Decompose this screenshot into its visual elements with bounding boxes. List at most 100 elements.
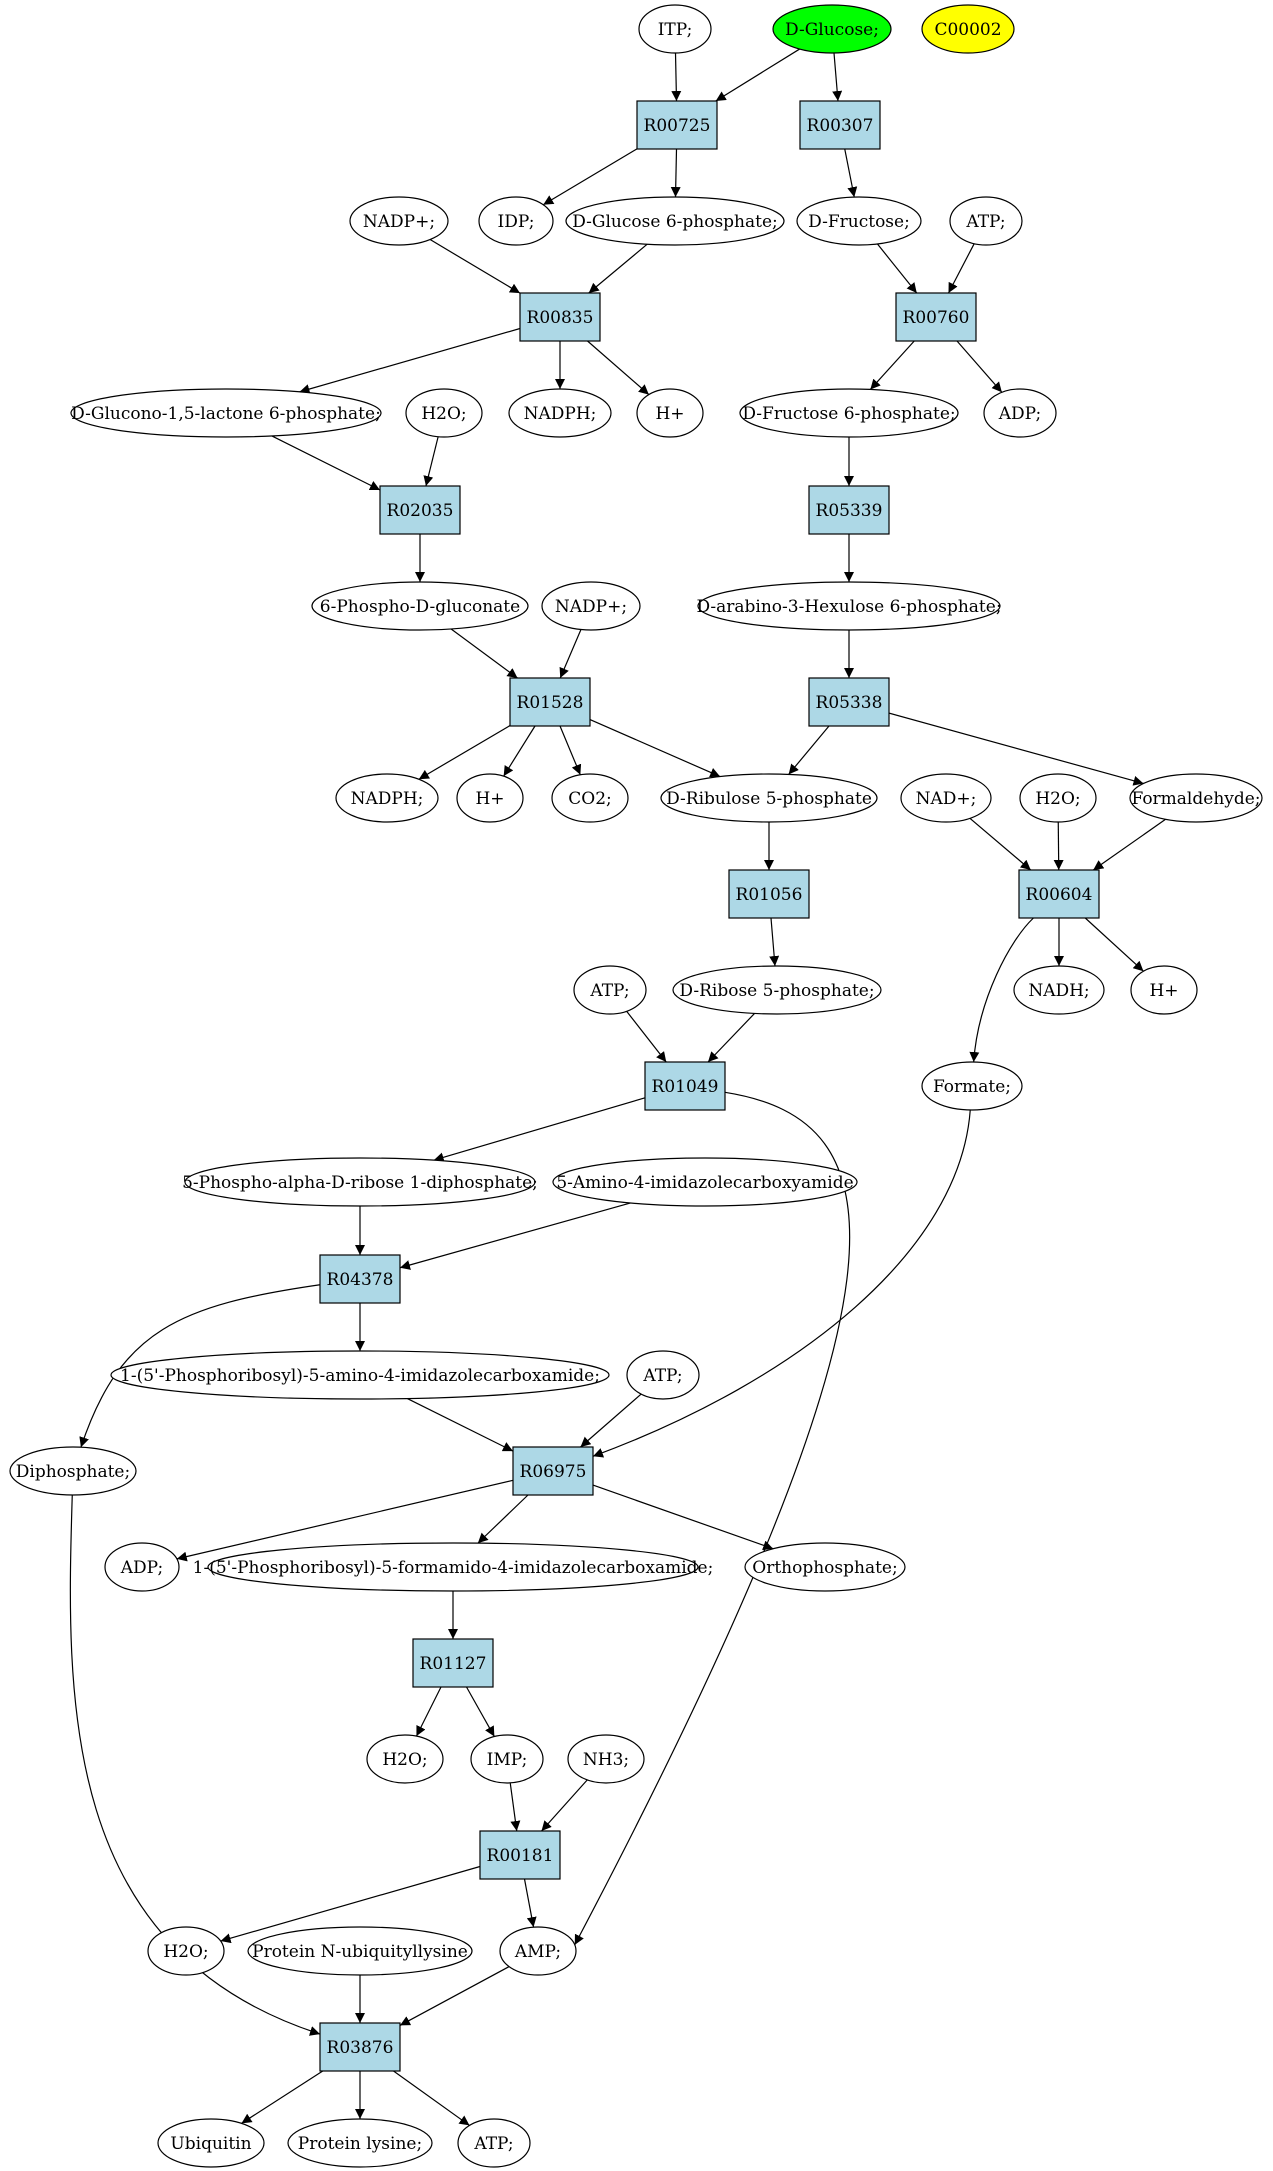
- ribose-5p-label: D-Ribose 5-phosphate;: [679, 981, 874, 1001]
- compound-node-faicar[interactable]: 1-(5'-Phosphoribosyl)-5-formamido-4-imid…: [193, 1542, 714, 1592]
- edge-r00760-to-fructose-6p: [869, 340, 915, 390]
- reaction-node-r01528[interactable]: R01528: [509, 677, 591, 727]
- reaction-node-r05338[interactable]: R05338: [808, 677, 890, 727]
- compound-node-h2o-4[interactable]: H2O;: [147, 1926, 225, 1976]
- edge-itp-to-r00725: [671, 52, 682, 102]
- compound-node-amp[interactable]: AMP;: [499, 1926, 577, 1976]
- amp-ellipse: [499, 1926, 577, 1976]
- reaction-node-r06975[interactable]: R06975: [512, 1446, 594, 1496]
- idp-label: IDP;: [498, 212, 535, 232]
- compound-node-phosphogluconate[interactable]: 6-Phospho-D-gluconate: [311, 581, 529, 631]
- reaction-node-r00835[interactable]: R00835: [519, 292, 601, 342]
- compound-node-idp[interactable]: IDP;: [478, 196, 554, 246]
- compound-node-fructose-6p[interactable]: D-Fructose 6-phosphate;: [739, 388, 959, 438]
- reaction-node-r00604[interactable]: R00604: [1018, 869, 1100, 919]
- nh3-label: NH3;: [583, 1750, 629, 1770]
- compound-node-imp[interactable]: IMP;: [470, 1734, 544, 1784]
- ribulose-5p-ellipse: [660, 773, 878, 823]
- r01528-box: [509, 677, 591, 727]
- reaction-node-r04378[interactable]: R04378: [319, 1254, 401, 1304]
- reaction-node-r01127[interactable]: R01127: [412, 1638, 494, 1688]
- reaction-node-r00307[interactable]: R00307: [799, 100, 881, 150]
- compound-node-formate[interactable]: Formate;: [921, 1061, 1023, 1111]
- faicar-ellipse: [207, 1542, 699, 1592]
- atp-3-ellipse: [626, 1350, 700, 1400]
- compound-node-nadp-2[interactable]: NADP+;: [541, 581, 641, 631]
- compound-node-nh3[interactable]: NH3;: [567, 1734, 645, 1784]
- atp-2-ellipse: [573, 965, 647, 1015]
- hplus-2-ellipse: [456, 773, 524, 823]
- adp-1-label: ADP;: [998, 404, 1041, 424]
- compound-node-atp-1[interactable]: ATP;: [949, 196, 1023, 246]
- reaction-node-r05339[interactable]: R05339: [808, 485, 890, 535]
- compound-node-hplus-3[interactable]: H+: [1130, 965, 1198, 1015]
- compound-node-c00002[interactable]: C00002: [921, 4, 1015, 54]
- reaction-node-r01049[interactable]: R01049: [644, 1061, 726, 1111]
- aica-ellipse: [552, 1157, 858, 1207]
- compound-node-itp[interactable]: ITP;: [638, 4, 712, 54]
- compound-node-d-fructose[interactable]: D-Fructose;: [796, 196, 922, 246]
- edge-diphosphate-to-r03876: [69, 1494, 321, 2036]
- compound-node-h2o-2[interactable]: H2O;: [1019, 773, 1097, 823]
- compound-node-prpp[interactable]: 5-Phospho-alpha-D-ribose 1-diphosphate;: [182, 1157, 538, 1207]
- r01056-label: R01056: [736, 885, 803, 905]
- compound-node-glucono-lactone[interactable]: D-Glucono-1,5-lactone 6-phosphate;: [70, 388, 382, 438]
- compound-node-adp-2[interactable]: ADP;: [104, 1542, 180, 1592]
- compound-node-ribulose-5p[interactable]: D-Ribulose 5-phosphate: [660, 773, 878, 823]
- compound-node-orthophosphate[interactable]: Orthophosphate;: [744, 1542, 906, 1592]
- reaction-node-r03876[interactable]: R03876: [319, 2022, 401, 2072]
- compound-node-aicar[interactable]: 1-(5'-Phosphoribosyl)-5-amino-4-imidazol…: [110, 1350, 610, 1400]
- compound-node-ribose-5p[interactable]: D-Ribose 5-phosphate;: [672, 965, 882, 1015]
- compound-node-atp-2[interactable]: ATP;: [573, 965, 647, 1015]
- reaction-node-r00725[interactable]: R00725: [636, 100, 718, 150]
- compound-node-protein-ub-lys[interactable]: Protein N-ubiquityllysine: [247, 1926, 473, 1976]
- compound-node-co2[interactable]: CO2;: [551, 773, 629, 823]
- prpp-ellipse: [184, 1157, 536, 1207]
- r05338-label: R05338: [816, 693, 883, 713]
- r00725-box: [636, 100, 718, 150]
- compound-node-h2o-1[interactable]: H2O;: [405, 388, 483, 438]
- nadp-2-ellipse: [541, 581, 641, 631]
- edge-r00604-to-hplus-3: [1084, 917, 1144, 972]
- compound-node-nadp-1[interactable]: NADP+;: [349, 196, 449, 246]
- r00307-box: [799, 100, 881, 150]
- reaction-node-r00181[interactable]: R00181: [479, 1830, 561, 1880]
- compound-node-protein-lysine[interactable]: Protein lysine;: [287, 2118, 433, 2168]
- compound-node-formaldehyde[interactable]: Formaldehyde;: [1129, 773, 1263, 823]
- reaction-node-r01056[interactable]: R01056: [728, 869, 810, 919]
- compound-node-hplus-1[interactable]: H+: [636, 388, 704, 438]
- reaction-node-r02035[interactable]: R02035: [379, 485, 461, 535]
- orthophosphate-ellipse: [744, 1542, 906, 1592]
- nad-label: NAD+;: [916, 789, 977, 809]
- reaction-node-r00760[interactable]: R00760: [895, 292, 977, 342]
- edge-h2o-1-to-r02035: [423, 436, 439, 487]
- r00835-label: R00835: [527, 308, 594, 328]
- edge-d-glucose-to-r00725: [715, 48, 800, 102]
- atp-3-label: ATP;: [642, 1366, 682, 1386]
- compound-node-nadph-2[interactable]: NADPH;: [335, 773, 439, 823]
- compound-node-ubiquitin[interactable]: Ubiquitin: [157, 2118, 265, 2168]
- compound-node-d-glucose[interactable]: D-Glucose;: [772, 4, 892, 54]
- protein-ub-lys-ellipse: [247, 1926, 473, 1976]
- compound-node-aica[interactable]: 5-Amino-4-imidazolecarboxyamide: [552, 1157, 858, 1207]
- compound-node-atp-4[interactable]: ATP;: [457, 2118, 531, 2168]
- compound-node-nad[interactable]: NAD+;: [900, 773, 992, 823]
- compound-node-hplus-2[interactable]: H+: [456, 773, 524, 823]
- compound-node-hexulose-6p[interactable]: D-arabino-3-Hexulose 6-phosphate;: [696, 581, 1002, 631]
- adp-1-ellipse: [983, 388, 1057, 438]
- r01528-label: R01528: [517, 693, 584, 713]
- edge-glucono-lactone-to-r02035: [271, 435, 381, 491]
- compound-node-h2o-3[interactable]: H2O;: [366, 1734, 444, 1784]
- compound-node-glucose-6p[interactable]: D-Glucose 6-phosphate;: [565, 196, 785, 246]
- edge-r01049-to-prpp: [433, 1097, 646, 1163]
- nh3-ellipse: [567, 1734, 645, 1784]
- compound-node-adp-1[interactable]: ADP;: [983, 388, 1057, 438]
- edge-r01528-to-co2: [559, 725, 582, 776]
- edge-r04378-to-diphosphate: [79, 1284, 321, 1448]
- compound-node-nadh[interactable]: NADH;: [1013, 965, 1105, 1015]
- compound-node-diphosphate[interactable]: Diphosphate;: [9, 1446, 137, 1496]
- compound-node-nadph-1[interactable]: NADPH;: [508, 388, 612, 438]
- compound-node-atp-3[interactable]: ATP;: [626, 1350, 700, 1400]
- h2o-4-ellipse: [147, 1926, 225, 1976]
